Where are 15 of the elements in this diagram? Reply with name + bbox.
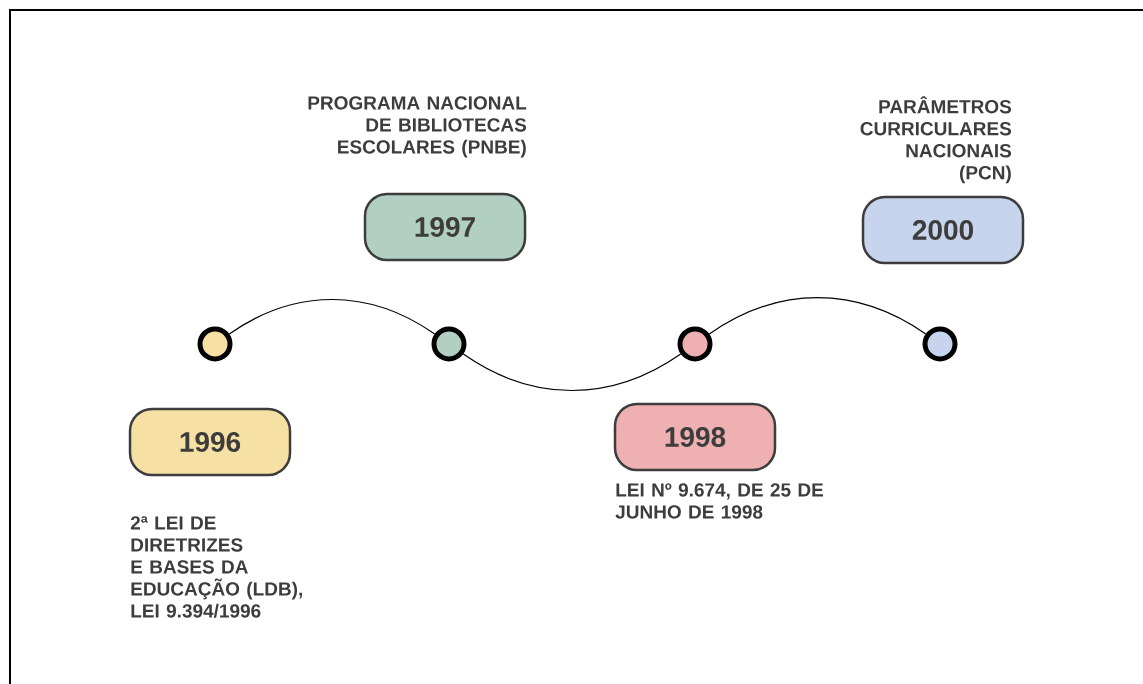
timeline-dot — [197, 326, 233, 362]
timeline-dot — [922, 326, 958, 362]
connector-curve — [228, 298, 436, 335]
year-box: 1997 — [363, 192, 527, 262]
year-box: 1996 — [128, 407, 292, 477]
year-box: 2000 — [861, 195, 1025, 265]
description-text: 2ª LEI DE DIRETRIZES E BASES DA EDUCAÇÃO (LDB), LEI 9.394/1996 — [130, 516, 302, 618]
timeline-dot — [431, 326, 467, 362]
connector-curve — [708, 297, 927, 335]
description-text: LEI Nº 9.674, DE 25 DE JUNHO DE 1998 — [615, 483, 824, 519]
year-box: 1998 — [613, 402, 777, 472]
timeline-dot — [677, 326, 713, 362]
connector-curve — [462, 353, 682, 392]
description-text: PARÂMETROS CURRICULARES NACIONAIS (PCN) — [860, 96, 1012, 184]
description-text: PROGRAMA NACIONAL DE BIBLIOTECAS ESCOLARES (PNBE) — [308, 96, 527, 158]
